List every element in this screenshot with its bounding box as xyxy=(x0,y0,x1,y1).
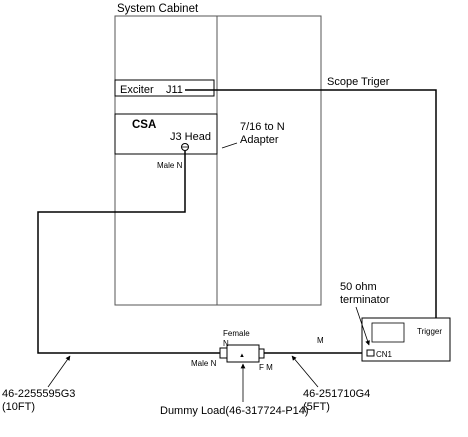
male-n-top-label: Male N xyxy=(157,161,183,170)
terminator-arrow xyxy=(355,306,370,346)
exciter-box xyxy=(114,79,215,97)
right-cable-length-label: (5FT) xyxy=(303,401,330,413)
trigger-label: Trigger xyxy=(417,327,442,336)
left-cable xyxy=(37,151,220,354)
terminator-label-line2: terminator xyxy=(340,294,390,306)
csa-label: CSA xyxy=(132,119,156,131)
j11-label: J11 xyxy=(166,84,183,96)
n-top-label: N xyxy=(223,339,229,348)
adapter-label-line2: Adapter xyxy=(240,134,279,146)
csa-box xyxy=(114,113,218,155)
adapter-pointer xyxy=(221,142,238,149)
m-label: M xyxy=(317,336,324,345)
right-cable-arrow xyxy=(291,355,319,388)
right-cable-part-label: 46-251710G4 xyxy=(303,388,370,400)
dummy-load-label: Dummy Load(46-317724-P14) xyxy=(160,405,309,417)
left-cable-part-label: 46-2255595G3 xyxy=(2,388,75,400)
cn1-connector xyxy=(366,349,375,357)
adapter-label-line1: 7/16 to N xyxy=(240,121,285,133)
cn1-label: CN1 xyxy=(376,350,393,359)
system-cabinet-frame xyxy=(114,15,322,306)
fm-label: F M xyxy=(259,363,273,372)
left-cable-arrow xyxy=(47,355,71,388)
scope-trigger-label: Scope Triger xyxy=(327,76,390,88)
terminator-label-line1: 50 ohm xyxy=(340,281,377,293)
scope-trigger-cable xyxy=(185,89,437,318)
dummy-load-female-connector xyxy=(258,348,265,359)
left-cable-length-label: (10FT) xyxy=(2,401,35,413)
male-n-bottom-label: Male N xyxy=(191,359,217,368)
dummy-load-male-n-connector xyxy=(219,347,228,359)
female-label: Female xyxy=(223,329,250,338)
dummy-load-center-mark: ▲ xyxy=(239,353,245,359)
oscilloscope-screen xyxy=(371,322,405,343)
exciter-label: Exciter xyxy=(120,84,154,96)
system-cabinet-title: System Cabinet xyxy=(117,3,199,15)
j3-head-label: J3 Head xyxy=(170,131,211,143)
